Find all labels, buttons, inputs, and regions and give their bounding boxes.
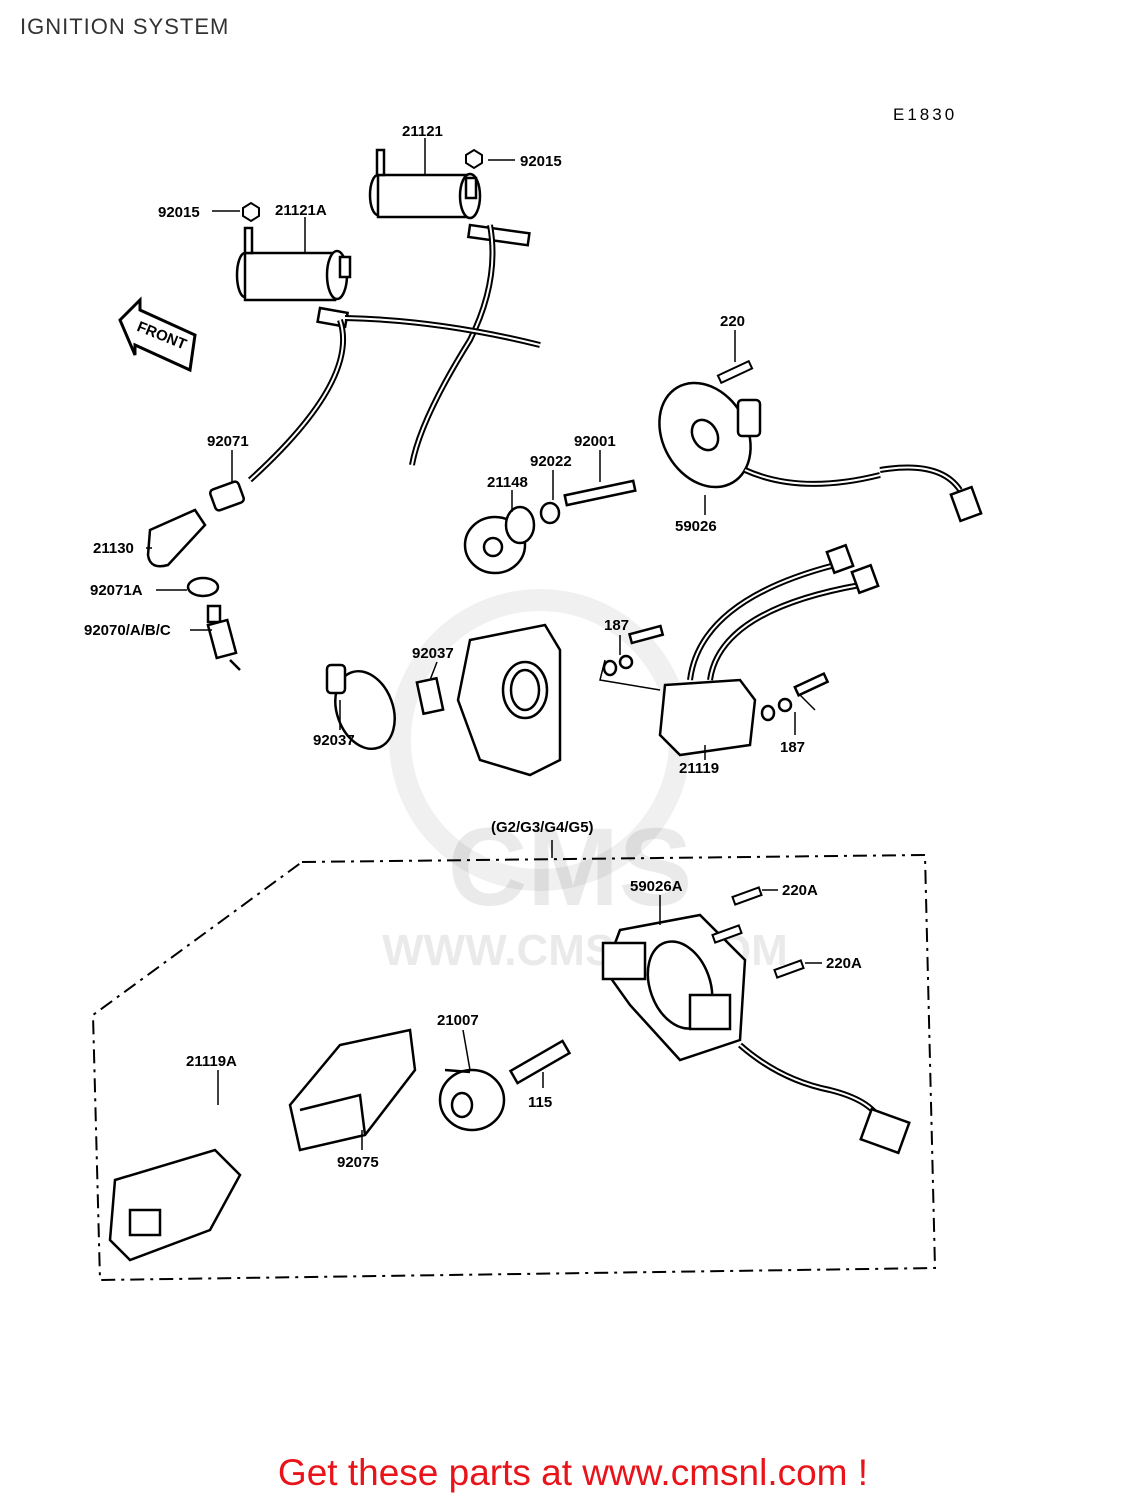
- variant-label: (G2/G3/G4/G5): [491, 819, 594, 836]
- spark-plug: [206, 604, 241, 671]
- label-92070: 92070/A/B/C: [84, 622, 171, 639]
- part-labels: 21121 92015 92015 21121A 220 92001 92022…: [84, 123, 862, 1171]
- label-21119: 21119: [679, 760, 719, 777]
- pickup-plate-59026A: [601, 913, 911, 1155]
- label-21148: 21148: [487, 474, 528, 491]
- page-title: IGNITION SYSTEM: [20, 14, 230, 39]
- bolt-92001: [563, 479, 637, 507]
- screw-220: [716, 359, 754, 385]
- label-220A-lower: 220A: [826, 955, 862, 972]
- screw-220A-1: [731, 886, 763, 906]
- pickup-cover: [456, 623, 562, 777]
- gasket-92037: [325, 663, 445, 751]
- bracket-92075: [288, 1028, 417, 1152]
- label-92015-lower: 92015: [158, 204, 200, 221]
- label-21121: 21121: [402, 123, 443, 140]
- ignition-coil-21121A: [235, 226, 541, 483]
- label-92071: 92071: [207, 433, 249, 450]
- parts-diagram: CMS WWW.CMSNL.COM FRONT: [84, 123, 983, 1282]
- label-220: 220: [720, 313, 745, 330]
- timing-advancer-21148: [463, 505, 536, 575]
- label-92037-lower: 92037: [313, 732, 355, 749]
- label-92037-upper: 92037: [412, 645, 454, 662]
- diagram-code: E1830: [893, 105, 958, 124]
- label-92022: 92022: [530, 453, 572, 470]
- seal-92071A: [186, 576, 220, 598]
- label-92071A: 92071A: [90, 582, 143, 599]
- nut-92015-lower: [242, 201, 260, 223]
- label-187-lower: 187: [780, 739, 805, 756]
- label-59026: 59026: [675, 518, 717, 535]
- front-arrow-icon: FRONT: [118, 296, 197, 373]
- ic-igniter-21119: [602, 543, 880, 757]
- variant-frame: [91, 853, 937, 1282]
- ignition-coil-21121: [368, 148, 531, 466]
- label-21130: 21130: [93, 540, 134, 557]
- label-115: 115: [528, 1094, 552, 1111]
- label-21119A: 21119A: [186, 1053, 237, 1070]
- screw-220A-2: [711, 924, 743, 944]
- nut-92015-upper: [465, 148, 483, 170]
- label-21121A: 21121A: [275, 202, 327, 219]
- label-21007: 21007: [437, 1012, 479, 1029]
- label-92015-upper: 92015: [520, 153, 562, 170]
- label-59026A: 59026A: [630, 878, 683, 895]
- label-92075: 92075: [337, 1154, 379, 1171]
- plug-cap-21130: [146, 508, 207, 568]
- cap-92071: [209, 480, 245, 512]
- pickup-plate-59026: [658, 381, 983, 523]
- label-220A-upper: 220A: [782, 882, 818, 899]
- footer-link[interactable]: Get these parts at www.cmsnl.com !: [277, 1452, 869, 1493]
- igniter-mount-lines: [599, 659, 816, 711]
- bolt-115: [508, 1039, 572, 1085]
- label-187-upper: 187: [604, 617, 629, 634]
- label-92001: 92001: [574, 433, 616, 450]
- screw-220A-3: [773, 959, 805, 979]
- rotor-21007: [438, 1068, 506, 1132]
- watermark-brand: CMS: [448, 806, 692, 929]
- washer-92022: [539, 501, 561, 525]
- igniter-21119A: [108, 1148, 242, 1262]
